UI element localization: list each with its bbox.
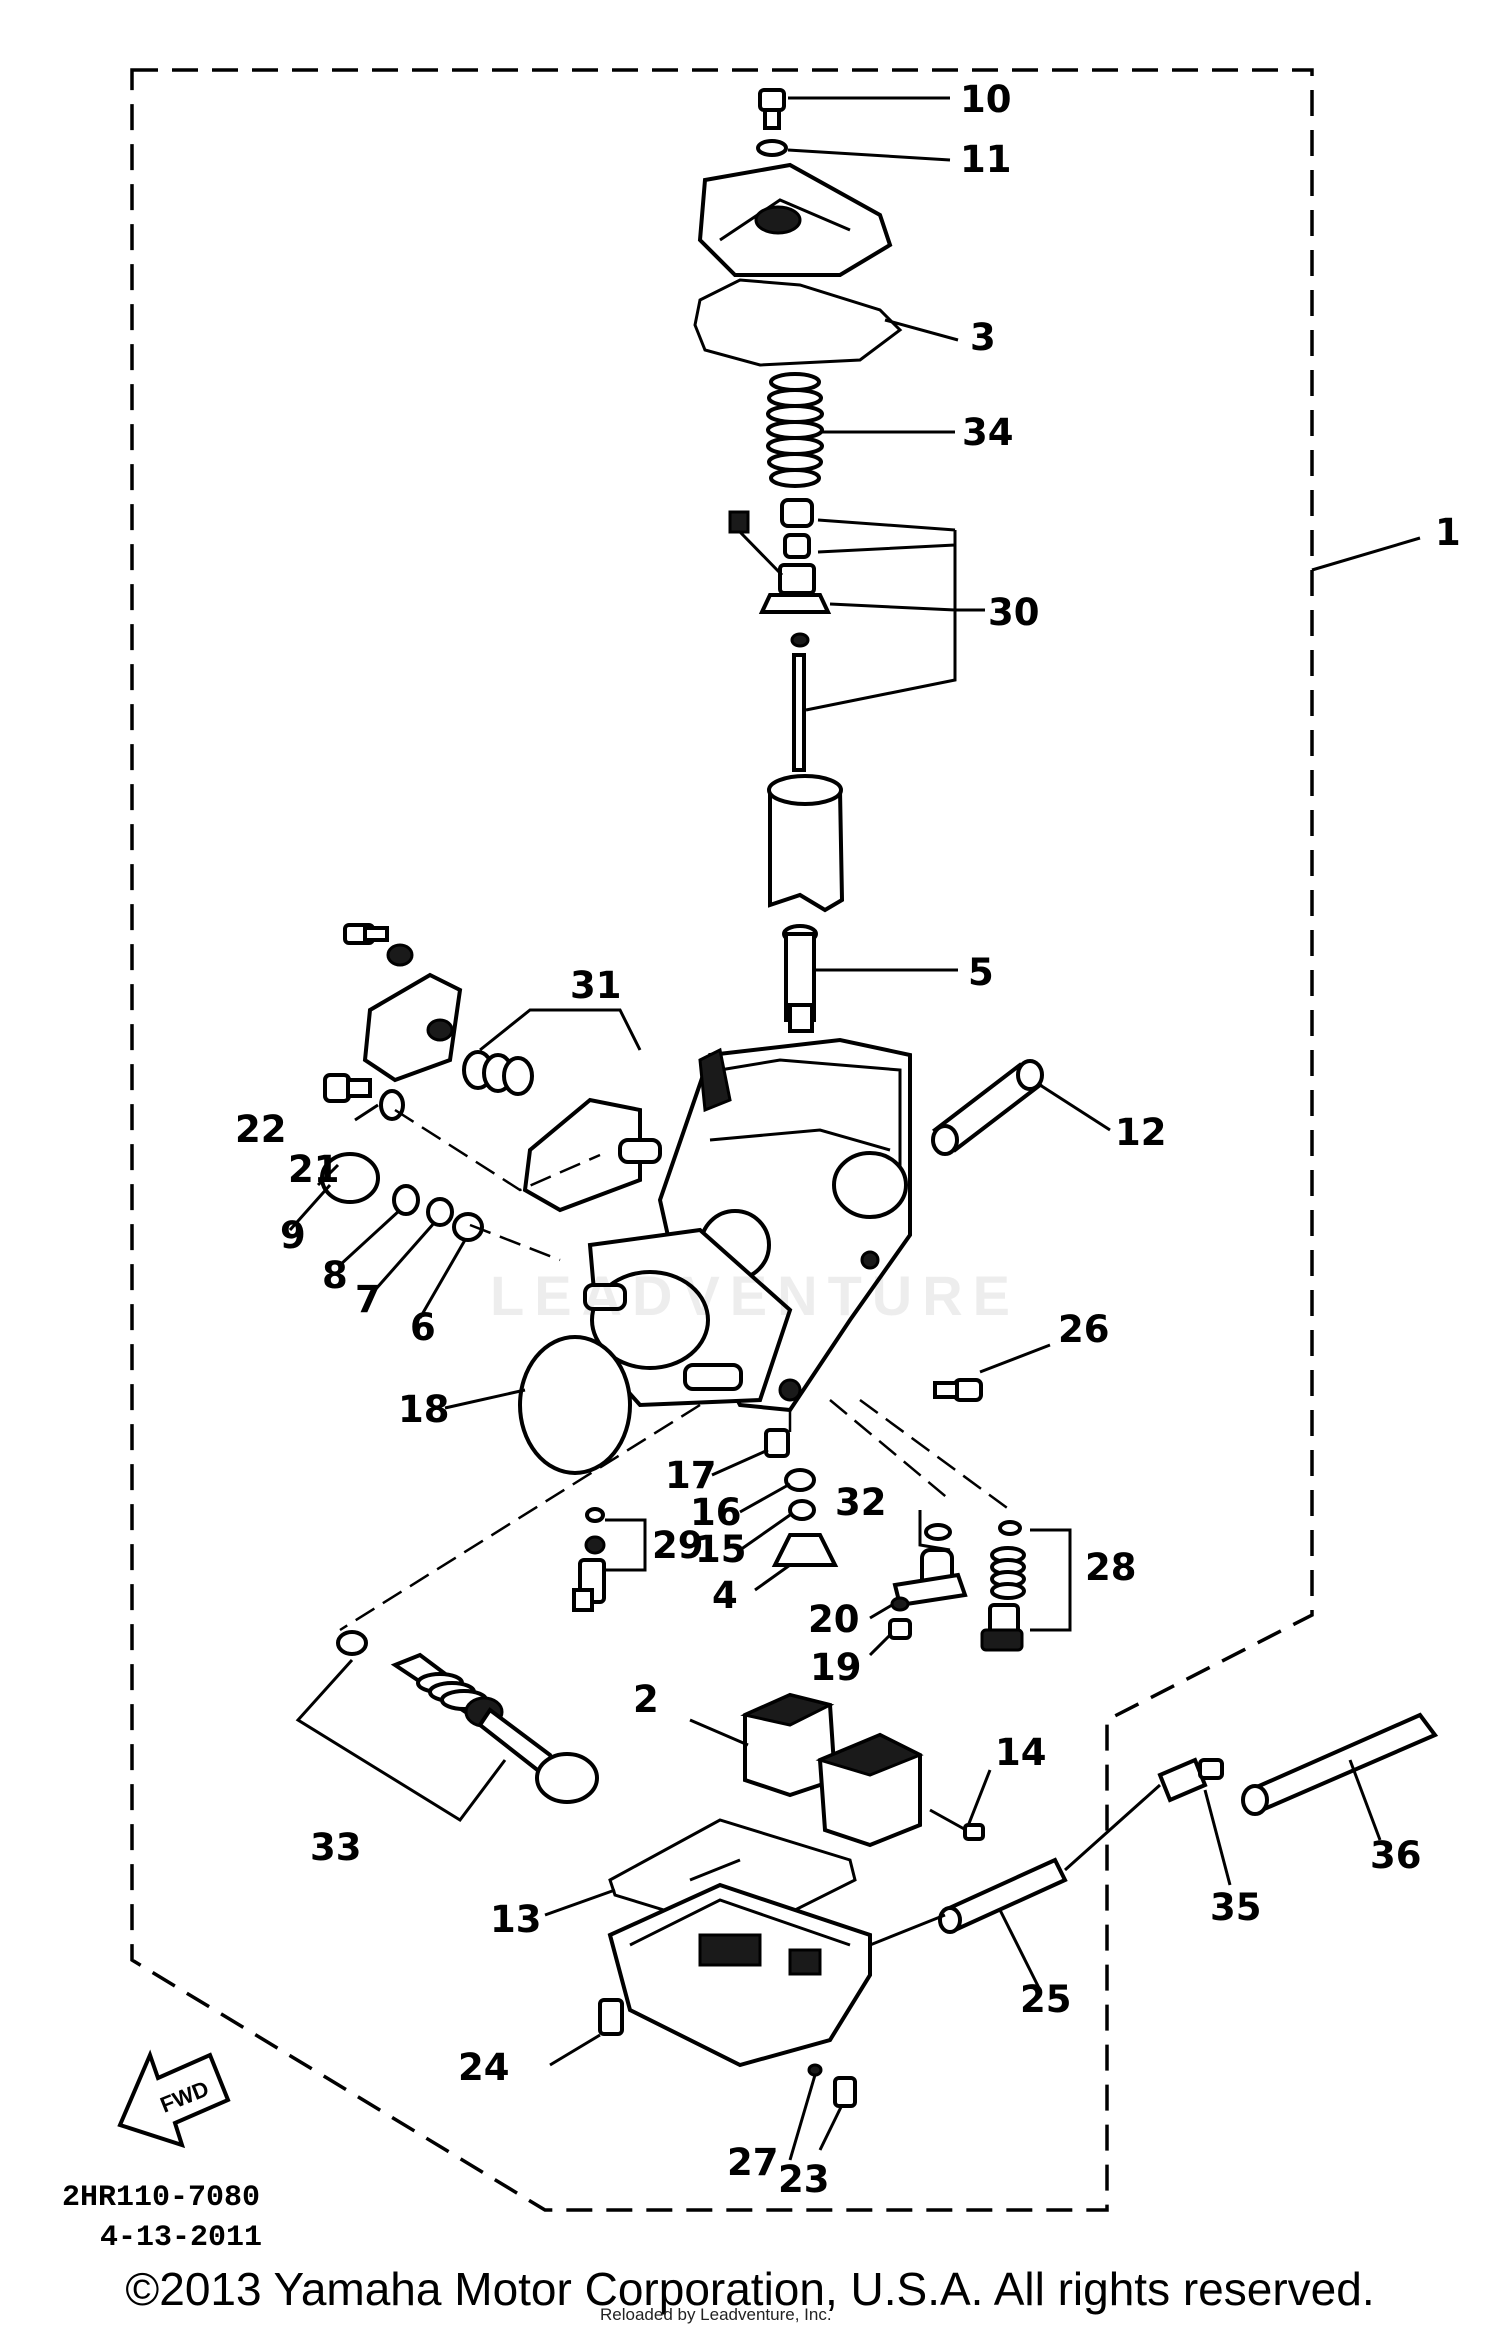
part-15-ring [788, 1499, 816, 1521]
part-3-gasket [693, 278, 903, 367]
part-32-float-needle [892, 1523, 968, 1608]
part-35-joint [1157, 1757, 1224, 1803]
callout-15: 15 [695, 1528, 747, 1571]
part-18-gasket [518, 1335, 632, 1475]
part-4-jet-holder [771, 1533, 839, 1567]
part-11-washer [756, 139, 788, 157]
part-29-pilot-screw-set [572, 1507, 606, 1612]
callout-17: 17 [665, 1454, 717, 1497]
part-31-accelerator-pump [343, 923, 662, 1213]
part-float-bowl [607, 1882, 872, 2068]
copyright-notice: ©2013 Yamaha Motor Corporation, U.S.A. A… [125, 2263, 1375, 2315]
part-carburetor-body [583, 1037, 912, 1413]
callout-12: 12 [1115, 1111, 1167, 1154]
leader-28-bracket [1030, 1528, 1072, 1632]
part-34-spring [766, 372, 824, 488]
callout-19: 19 [810, 1646, 862, 1689]
part-36-hose [1241, 1712, 1439, 1816]
reloaded-note: Reloaded by Leadventure, Inc. [600, 2305, 832, 2324]
part-17-jet [764, 1428, 790, 1458]
callout-7: 7 [355, 1278, 381, 1321]
callout-31: 31 [570, 964, 622, 1007]
callout-18: 18 [398, 1388, 450, 1431]
callout-22: 22 [235, 1108, 287, 1151]
watermark: LEADVENTURE [490, 1264, 1020, 1327]
callout-2: 2 [633, 1678, 659, 1721]
guide-lines [339, 1398, 1011, 1632]
assembly-boundary [130, 68, 1314, 2212]
callout-5: 5 [968, 951, 994, 994]
callout-9: 9 [280, 1214, 306, 1257]
part-23-drain-screw [833, 2076, 857, 2108]
part-throttle-slide [767, 774, 845, 913]
callout-27: 27 [727, 2141, 779, 2184]
part-30-jet-needle-set [728, 498, 832, 772]
callout-10: 10 [960, 78, 1012, 121]
callout-35: 35 [1210, 1886, 1262, 1929]
callout-16: 16 [690, 1491, 742, 1534]
part-28-main-jet-set [980, 1520, 1026, 1652]
callout-26: 26 [1058, 1308, 1110, 1351]
callout-36: 36 [1370, 1834, 1422, 1877]
callout-1: 1 [1435, 511, 1461, 554]
part-33-starter-plunger [336, 1630, 599, 1804]
part-21-washer [379, 1089, 405, 1121]
part-26-screw [933, 1378, 983, 1402]
part-top-cover [697, 162, 893, 277]
part-14-float-pin [929, 1808, 985, 1841]
callout-13: 13 [490, 1898, 542, 1941]
part-20-washer [890, 1596, 910, 1612]
part-2-float [740, 1692, 924, 1848]
part-16-ring [784, 1468, 816, 1492]
part-7-ring [426, 1197, 454, 1227]
callout-8: 8 [322, 1254, 348, 1297]
part-27-oring [807, 2063, 823, 2077]
callout-32: 32 [835, 1481, 887, 1524]
callout-20: 20 [808, 1598, 860, 1641]
part-25-hose [938, 1857, 1068, 1934]
callout-21: 21 [288, 1148, 340, 1191]
part-5-needle-jet [782, 924, 818, 1033]
part-19-screw [888, 1618, 912, 1640]
callout-30: 30 [988, 591, 1040, 634]
callout-28: 28 [1085, 1546, 1137, 1589]
leader-29-bracket [605, 1518, 647, 1572]
fwd-direction-arrow: FWD [117, 2049, 231, 2149]
part-22-screw [323, 1073, 372, 1103]
part-10-screw [758, 88, 786, 130]
leader-33-bracket [295, 1658, 507, 1822]
leader-6-guide [394, 1108, 601, 1262]
callout-11: 11 [960, 138, 1012, 181]
guide-hose [869, 1783, 1162, 1947]
diagram-code: 2HR110-7080 [62, 2181, 260, 2215]
callout-25: 25 [1020, 1978, 1072, 2021]
callout-33: 33 [310, 1826, 362, 1869]
callout-34: 34 [962, 411, 1014, 454]
leader-32-bracket [918, 1510, 951, 1552]
part-24-screw [598, 1998, 624, 2036]
leader-lines [288, 96, 1421, 2161]
callout-14: 14 [995, 1731, 1047, 1774]
callout-29: 29 [652, 1524, 704, 1567]
part-13-gasket [608, 1818, 857, 1937]
callout-24: 24 [458, 2046, 510, 2089]
callout-3: 3 [970, 316, 996, 359]
part-8-ring [392, 1184, 420, 1216]
callout-4: 4 [712, 1574, 738, 1617]
diagram-date: 4-13-2011 [100, 2221, 262, 2255]
leader-30-bracket [805, 518, 957, 712]
leader-31-bracket [479, 1008, 642, 1052]
part-6-ring [452, 1212, 484, 1242]
callout-6: 6 [410, 1306, 436, 1349]
callout-23: 23 [778, 2158, 830, 2201]
part-12-pipe [931, 1059, 1044, 1156]
callout-numbers: 10 11 3 34 1 30 5 31 12 22 21 9 8 7 6 26… [235, 78, 1461, 2201]
